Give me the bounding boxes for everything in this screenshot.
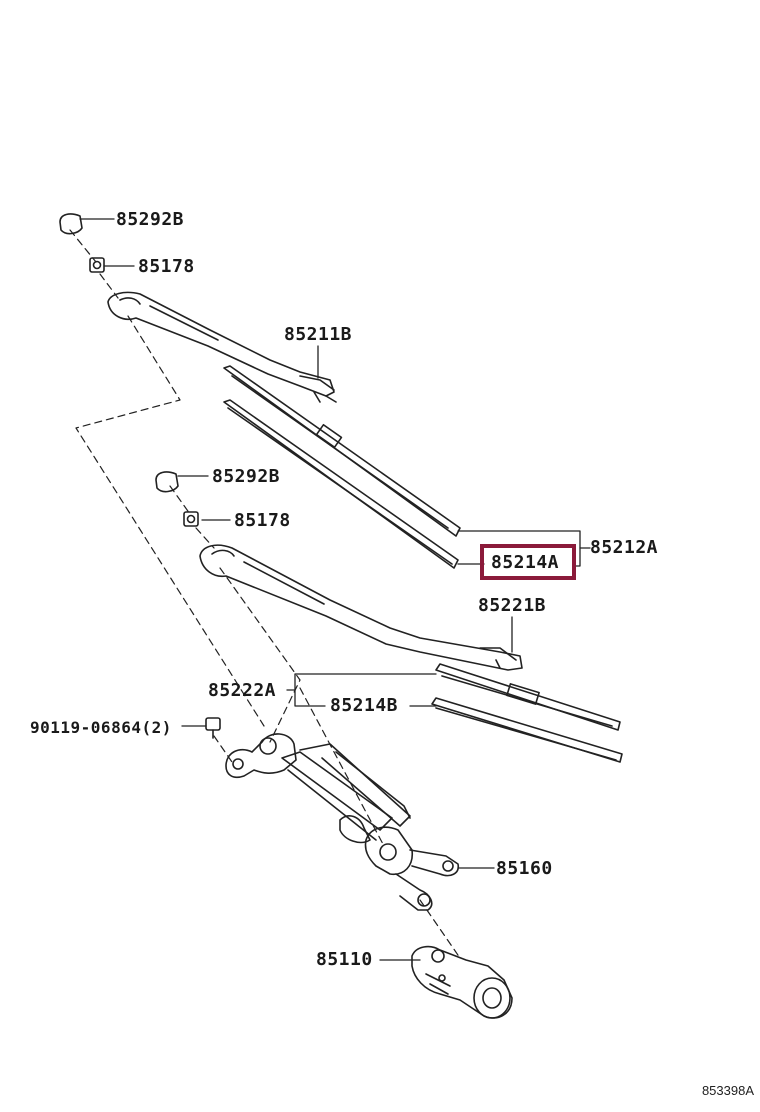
label-nut-rear[interactable]: 85178 bbox=[138, 256, 195, 277]
cap-rear-shape bbox=[59, 213, 83, 235]
label-rubber-rear[interactable]: 85214A bbox=[491, 552, 560, 573]
label-cap-rear[interactable]: 85292B bbox=[116, 209, 185, 230]
nut-rear-shape bbox=[89, 257, 105, 273]
label-arm-front[interactable]: 85221B bbox=[478, 595, 547, 616]
label-rubber-front[interactable]: 85214B bbox=[330, 695, 399, 716]
highlight-box bbox=[480, 544, 576, 580]
link-shape bbox=[225, 733, 460, 911]
label-arm-rear[interactable]: 85211B bbox=[284, 324, 353, 345]
label-link[interactable]: 85160 bbox=[496, 858, 553, 879]
nut-front-shape bbox=[183, 511, 199, 527]
label-blade-assy-front[interactable]: 85222A bbox=[208, 680, 277, 701]
arm-rear-shape bbox=[107, 291, 337, 403]
alignment-dashes bbox=[69, 229, 461, 959]
bolt-shape bbox=[205, 717, 221, 739]
leader-lines bbox=[79, 218, 591, 961]
blade-rear-shape bbox=[223, 365, 461, 569]
motor-shape bbox=[411, 945, 513, 1019]
label-nut-front[interactable]: 85178 bbox=[234, 510, 291, 531]
arm-front-shape bbox=[199, 544, 523, 671]
label-cap-front[interactable]: 85292B bbox=[212, 466, 281, 487]
diagram-code: 853398A bbox=[701, 1083, 754, 1098]
blade-front-shape bbox=[431, 663, 623, 763]
label-motor[interactable]: 85110 bbox=[316, 949, 373, 970]
label-blade-assy-rear[interactable]: 85212A bbox=[590, 537, 659, 558]
label-bolt[interactable]: 90119-06864(2) bbox=[30, 718, 172, 737]
cap-front-shape bbox=[155, 471, 179, 493]
